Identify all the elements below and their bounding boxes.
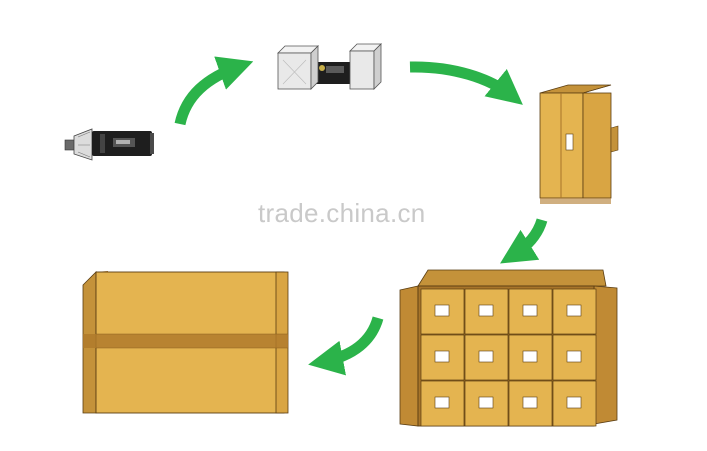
sealed-master-carton-icon bbox=[82, 271, 289, 414]
carton-label-window bbox=[566, 304, 582, 317]
carton-label-window bbox=[478, 396, 494, 409]
led-lamp-icon bbox=[64, 128, 154, 161]
green-curved-arrow-icon-1 bbox=[174, 56, 254, 126]
carton-label-window bbox=[478, 304, 494, 317]
carton-label-window bbox=[522, 396, 538, 409]
inner-carton-cell bbox=[464, 380, 509, 427]
green-curved-arrow-icon-4 bbox=[308, 316, 384, 376]
carton-label-window bbox=[566, 396, 582, 409]
carton-label-window bbox=[434, 304, 450, 317]
carton-label-window bbox=[522, 304, 538, 317]
green-curved-arrow-icon-3 bbox=[500, 218, 548, 264]
green-curved-arrow-icon-2 bbox=[409, 61, 523, 105]
inner-carton-icon bbox=[539, 84, 619, 204]
lamp-in-foam-packaging-icon bbox=[277, 43, 382, 90]
carton-label-window bbox=[522, 350, 538, 363]
carton-label-window bbox=[566, 350, 582, 363]
carton-label-window bbox=[478, 350, 494, 363]
master-carton-with-cartons-icon bbox=[399, 269, 618, 427]
carton-label-window bbox=[434, 396, 450, 409]
carton-label-window bbox=[434, 350, 450, 363]
watermark-text: trade.china.cn bbox=[258, 198, 426, 228]
